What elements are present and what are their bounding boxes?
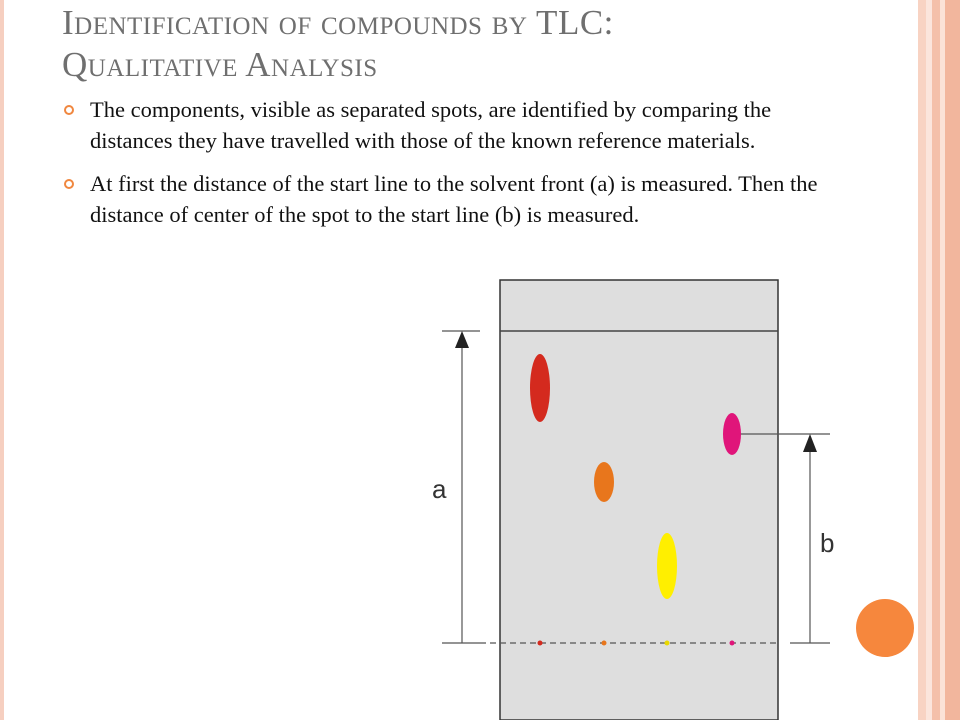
origin-dot-orange: [601, 640, 607, 646]
tlc-plate-diagram: a b: [432, 279, 834, 720]
bullet-ring-icon: [64, 105, 74, 115]
tlc-plate: [499, 279, 779, 720]
spot-red: [530, 354, 550, 422]
spot-yellow: [657, 533, 677, 599]
origin-dot-yellow: [664, 640, 670, 646]
bullet-item: The components, visible as separated spo…: [62, 94, 822, 156]
bullet-text: The components, visible as separated spo…: [90, 97, 772, 153]
bullet-item: At first the distance of the start line …: [62, 168, 822, 230]
title-line-2: Qualitative Analysis: [62, 45, 378, 84]
bullet-ring-icon: [64, 179, 74, 189]
origin-dot-red: [537, 640, 543, 646]
origin-dot-magenta: [729, 640, 735, 646]
bullet-list: The components, visible as separated spo…: [62, 94, 822, 242]
distance-b-label: b: [820, 528, 834, 558]
right-decorative-border: [918, 0, 960, 720]
decorative-orange-circle: [856, 599, 914, 657]
left-border: [0, 0, 4, 720]
slide-title: Identification of compounds by TLC: Qual…: [62, 2, 882, 86]
title-line-1: Identification of compounds by TLC:: [62, 3, 614, 42]
distance-b-arrowhead: [803, 434, 817, 452]
bullet-text: At first the distance of the start line …: [90, 171, 818, 227]
distance-a-label: a: [432, 474, 447, 504]
spot-orange: [594, 462, 614, 502]
distance-a-arrowhead: [455, 331, 469, 348]
spot-magenta: [723, 413, 741, 455]
